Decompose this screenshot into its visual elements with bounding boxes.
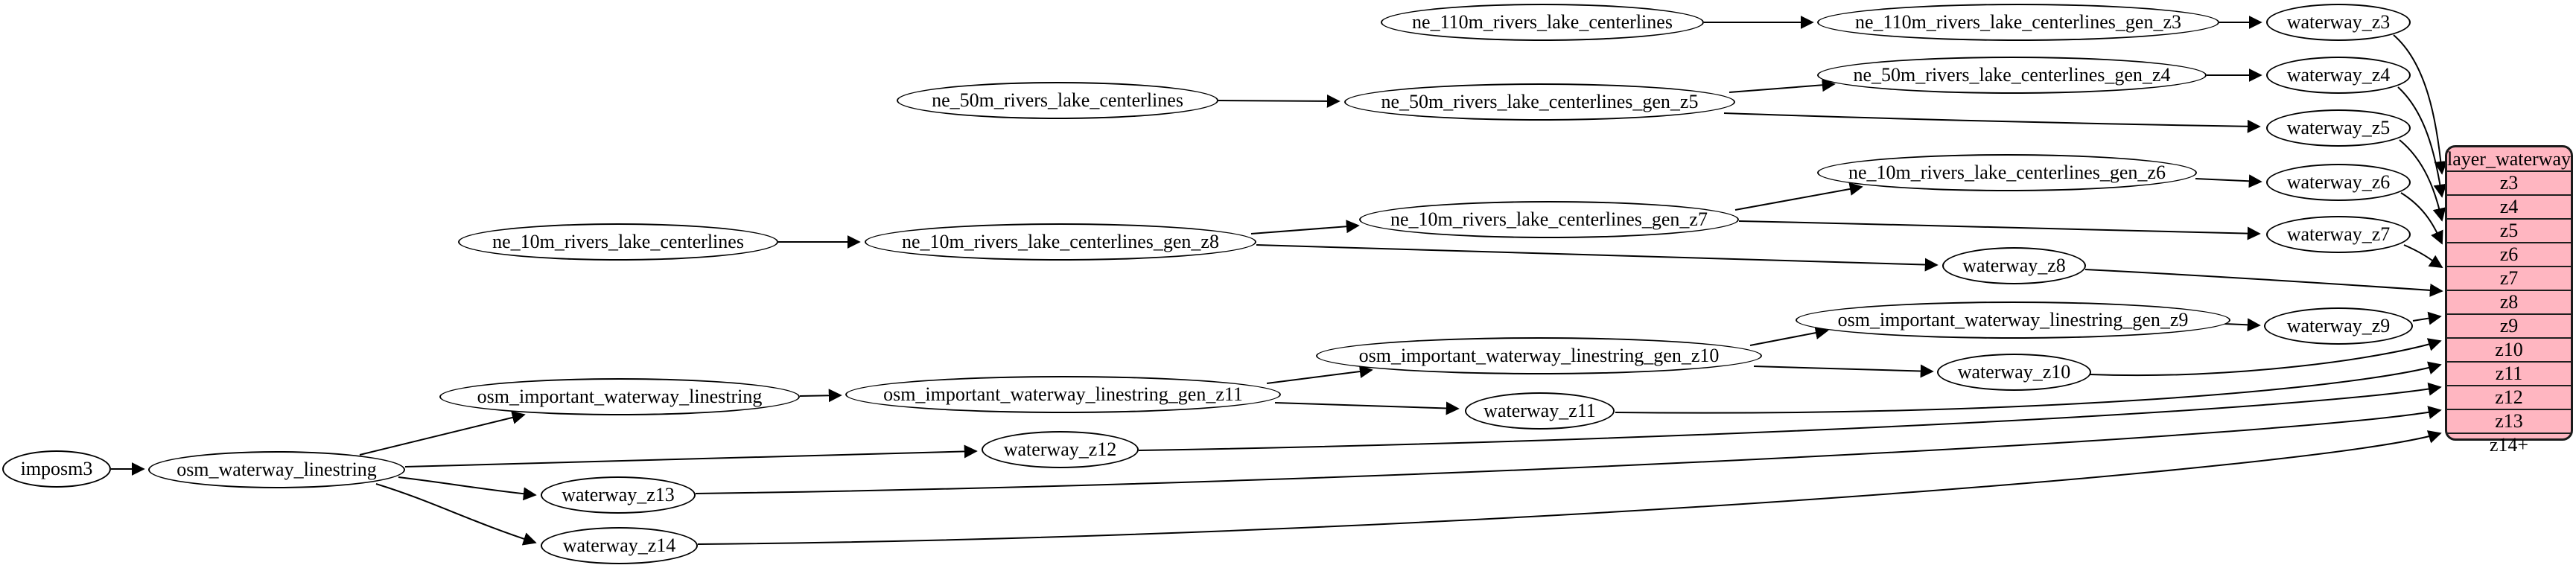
- node-waterway-z10: waterway_z10: [1937, 354, 2091, 391]
- node-osm-waterway-linestring: osm_waterway_linestring: [148, 451, 405, 488]
- record-row-z10: z10: [2447, 337, 2571, 361]
- edge-gen-z5-gen-z4: [1729, 78, 1836, 93]
- edge-gen-z8-gen-z7: [1250, 220, 1360, 234]
- edge-gen-z10-gen-z9: [1749, 326, 1829, 346]
- node-waterway-z4: waterway_z4: [2266, 57, 2411, 94]
- edge-waterway-z9-record: [2412, 311, 2442, 325]
- edge-waterway-z12-record: [1138, 382, 2442, 451]
- node-imposm3: imposm3: [2, 450, 111, 488]
- record-title: layer_waterway: [2446, 147, 2572, 170]
- edge-ne50m-gen-z5: [1218, 94, 1341, 108]
- node-ne-50m-rivers-lake-centerlines-gen-z5: ne_50m_rivers_lake_centerlines_gen_z5: [1344, 83, 1735, 121]
- edge-osm-waterway-osm-important: [359, 411, 526, 456]
- node-waterway-z7: waterway_z7: [2266, 216, 2411, 253]
- record-row-z4: z4: [2447, 194, 2571, 218]
- node-ne-50m-rivers-lake-centerlines-gen-z4: ne_50m_rivers_lake_centerlines_gen_z4: [1817, 57, 2207, 94]
- node-waterway-z12: waterway_z12: [982, 431, 1139, 468]
- node-ne-110m-rivers-lake-centerlines: ne_110m_rivers_lake_centerlines: [1381, 4, 1704, 41]
- edge-waterway-z5-record: [2399, 139, 2446, 222]
- edge-waterway-z7-record: [2403, 244, 2443, 268]
- record-row-z12: z12: [2447, 385, 2571, 409]
- edge-gen-z11-gen-z10: [1266, 365, 1373, 384]
- edge-gen-z10-waterway-z10: [1753, 364, 1934, 378]
- record-row-z7: z7: [2447, 266, 2571, 290]
- record-row-z5: z5: [2447, 218, 2571, 242]
- edge-osm-waterway-waterway-z14: [375, 483, 537, 546]
- node-osm-important-waterway-linestring-gen-z11: osm_important_waterway_linestring_gen_z1…: [845, 376, 1281, 413]
- edge-osm-waterway-waterway-z12: [404, 444, 978, 468]
- node-ne-10m-rivers-lake-centerlines-gen-z6: ne_10m_rivers_lake_centerlines_gen_z6: [1817, 154, 2197, 191]
- edge-waterway-z10-record: [2089, 338, 2442, 377]
- node-waterway-z14: waterway_z14: [541, 527, 698, 564]
- edge-waterway-z3-record: [2393, 34, 2448, 175]
- node-waterway-z6: waterway_z6: [2266, 164, 2411, 201]
- record-row-z3: z3: [2447, 170, 2571, 194]
- record-row-z11: z11: [2447, 361, 2571, 385]
- edge-waterway-z11-record: [1615, 361, 2442, 414]
- node-osm-important-waterway-linestring-gen-z10: osm_important_waterway_linestring_gen_z1…: [1316, 337, 1762, 374]
- record-row-z14plus: z14+: [2447, 433, 2571, 456]
- node-ne-10m-rivers-lake-centerlines-gen-z7: ne_10m_rivers_lake_centerlines_gen_z7: [1359, 201, 1739, 238]
- record-row-z6: z6: [2447, 242, 2571, 266]
- node-osm-important-waterway-linestring: osm_important_waterway_linestring: [439, 378, 800, 415]
- node-ne-50m-rivers-lake-centerlines: ne_50m_rivers_lake_centerlines: [897, 82, 1218, 119]
- node-ne-10m-rivers-lake-centerlines: ne_10m_rivers_lake_centerlines: [458, 223, 778, 261]
- edge-waterway-z13-record: [695, 406, 2442, 494]
- edge-gen-z7-waterway-z7: [1738, 220, 2261, 240]
- edge-waterway-z4-record: [2397, 86, 2447, 198]
- edge-osm-important-gen-z11: [799, 389, 842, 403]
- record-layer-waterway: layer_waterway z3 z4 z5 z6 z7 z8 z9 z10 …: [2445, 145, 2573, 456]
- edge-osm-waterway-waterway-z13: [398, 476, 537, 501]
- node-waterway-z5: waterway_z5: [2266, 109, 2411, 147]
- node-waterway-z11: waterway_z11: [1465, 392, 1615, 430]
- edge-gen-z5-waterway-z5: [1723, 112, 2261, 133]
- record-row-z9: z9: [2447, 313, 2571, 337]
- edge-gen-z6-waterway-z6: [2195, 174, 2262, 188]
- record-row-z8: z8: [2447, 290, 2571, 313]
- node-waterway-z3: waterway_z3: [2266, 4, 2411, 41]
- edge-gen-z8-waterway-z8: [1256, 244, 1939, 272]
- node-waterway-z8: waterway_z8: [1942, 247, 2086, 284]
- node-waterway-z9: waterway_z9: [2264, 307, 2413, 345]
- node-waterway-z13: waterway_z13: [541, 476, 696, 514]
- node-osm-important-waterway-linestring-gen-z9: osm_important_waterway_linestring_gen_z9: [1796, 301, 2230, 339]
- node-ne-10m-rivers-lake-centerlines-gen-z8: ne_10m_rivers_lake_centerlines_gen_z8: [865, 223, 1256, 261]
- edge-gen-z9-waterway-z9: [2224, 318, 2261, 332]
- node-ne-110m-rivers-lake-centerlines-gen-z3: ne_110m_rivers_lake_centerlines_gen_z3: [1817, 4, 2219, 41]
- edge-waterway-z8-record: [2084, 269, 2443, 297]
- edge-gen-z11-waterway-z11: [1274, 401, 1460, 415]
- record-row-z13: z13: [2447, 409, 2571, 433]
- edge-gen-z7-gen-z6: [1734, 182, 1863, 211]
- edge-waterway-z14-record: [697, 430, 2442, 545]
- edge-waterway-z6-record: [2400, 192, 2443, 245]
